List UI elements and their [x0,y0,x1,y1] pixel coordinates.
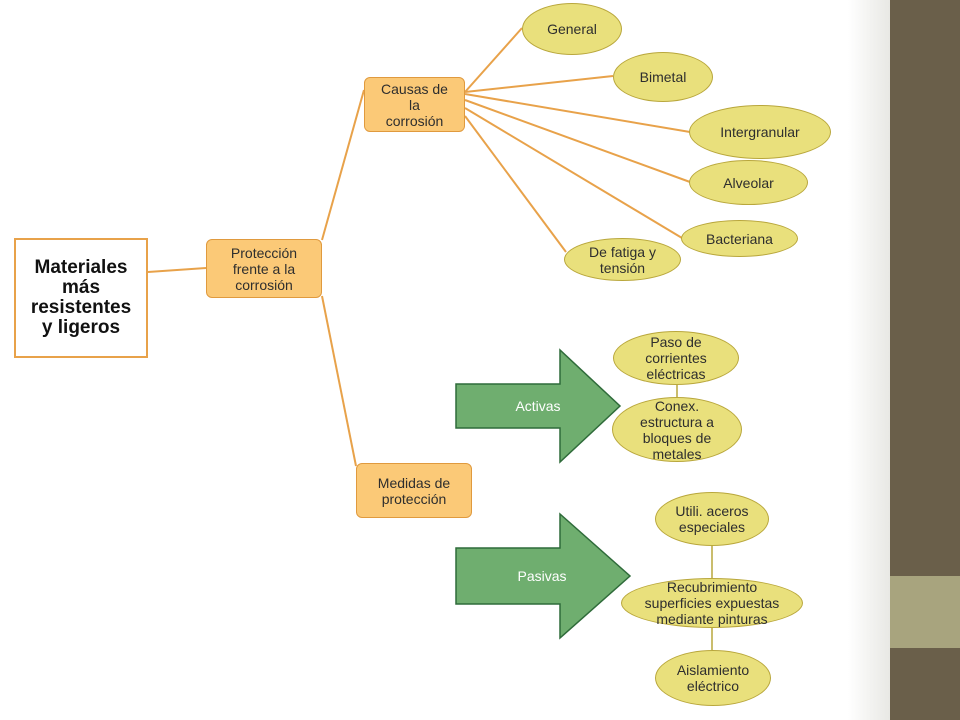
cause-bacteriana-label: Bacteriana [706,230,773,247]
causes-node-label: Causas de la corrosión [381,80,448,129]
passive-arrow-shape [455,512,632,640]
active-item-connection: Conex. estructura a bloques de metales [612,397,742,462]
connector-causes-fatigue [464,115,567,253]
slide-side-band-dark [890,0,960,576]
passive-item-steels-label: Utili. aceros especiales [675,503,749,535]
connector-causes-intergranular [464,93,691,133]
protection-node: Protección frente a la corrosión [206,239,322,298]
connector-causes-bimetal [464,75,614,93]
passive-item-coating: Recubrimiento superficies expuestas medi… [621,578,803,628]
cause-general: General [522,3,622,55]
causes-node: Causas de la corrosión [364,77,465,132]
active-arrow-shape [455,348,622,464]
root-node: Materiales más resistentes y ligeros [14,238,148,358]
cause-intergranular-label: Intergranular [720,124,800,140]
cause-fatigue: De fatiga y tensión [564,238,681,281]
slide-side-fade [848,0,890,720]
cause-fatigue-label: De fatiga y tensión [589,243,656,276]
cause-intergranular: Intergranular [689,105,831,159]
protection-node-label: Protección frente a la corrosión [230,244,298,293]
connector-causes-alveolar [464,99,691,183]
passive-item-coating-label: Recubrimiento superficies expuestas medi… [644,579,780,627]
cause-alveolar-label: Alveolar [723,174,774,191]
cause-bimetal: Bimetal [613,52,713,102]
root-node-label: Materiales más resistentes y ligeros [30,257,132,338]
cause-bimetal-label: Bimetal [639,69,687,85]
cause-alveolar: Alveolar [689,160,808,205]
active-item-currents-label: Paso de corrientes eléctricas [645,334,707,382]
passive-item-insulation: Aislamiento eléctrico [655,650,771,706]
connector-causes-bacteriana [464,107,683,239]
connector-root-protection [147,267,207,273]
measures-node: Medidas de protección [356,463,472,518]
slide-side-band-dark-bottom [890,648,960,720]
passive-arrow-label: Pasivas [517,568,567,584]
cause-bacteriana: Bacteriana [681,220,798,257]
connector-protection-causes [321,89,365,241]
active-item-connection-label: Conex. estructura a bloques de metales [640,397,714,462]
passive-item-insulation-label: Aislamiento eléctrico [676,662,750,694]
cause-general-label: General [547,21,597,37]
active-item-currents: Paso de corrientes eléctricas [613,331,739,385]
connector-causes-general [464,27,523,93]
connector-protection-measures [321,295,357,467]
slide-side-band-light [890,576,960,648]
passive-item-steels: Utili. aceros especiales [655,492,769,546]
active-arrow-label: Activas [515,398,561,414]
measures-node-label: Medidas de protección [377,474,451,507]
